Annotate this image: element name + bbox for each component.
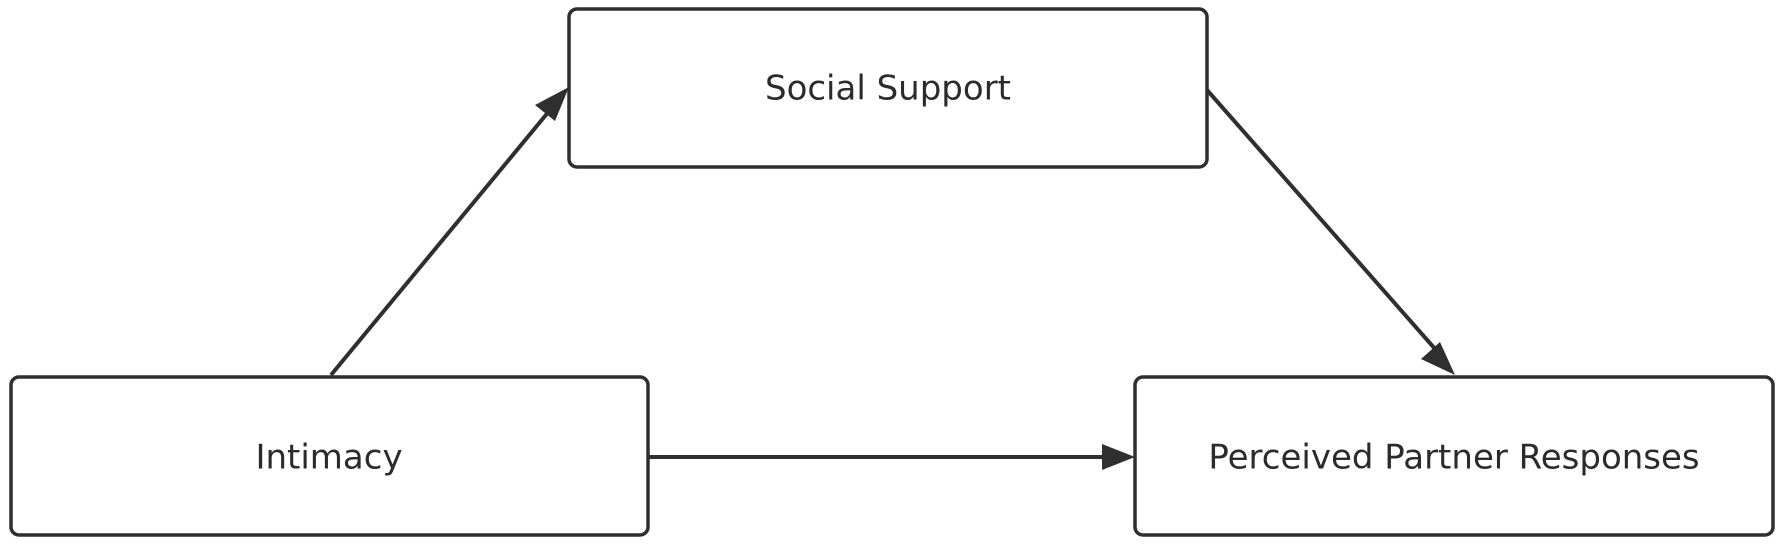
node-intimacy-label: Intimacy <box>255 438 402 478</box>
node-perceived-partner-responses-label: Perceived Partner Responses <box>1208 438 1699 478</box>
edge-social-support-to-perceived-partner-responses <box>1205 88 1455 375</box>
edge-intimacy-to-social-support <box>329 87 569 377</box>
arrowhead-icon <box>535 87 569 121</box>
edge-intimacy-to-perceived-partner-responses <box>648 444 1135 470</box>
node-intimacy: Intimacy <box>9 375 650 537</box>
arrowhead-icon <box>1421 342 1455 375</box>
node-perceived-partner-responses: Perceived Partner Responses <box>1133 375 1775 537</box>
node-social-support-label: Social Support <box>765 69 1011 109</box>
arrowhead-icon <box>1102 444 1135 470</box>
node-social-support: Social Support <box>567 7 1209 169</box>
